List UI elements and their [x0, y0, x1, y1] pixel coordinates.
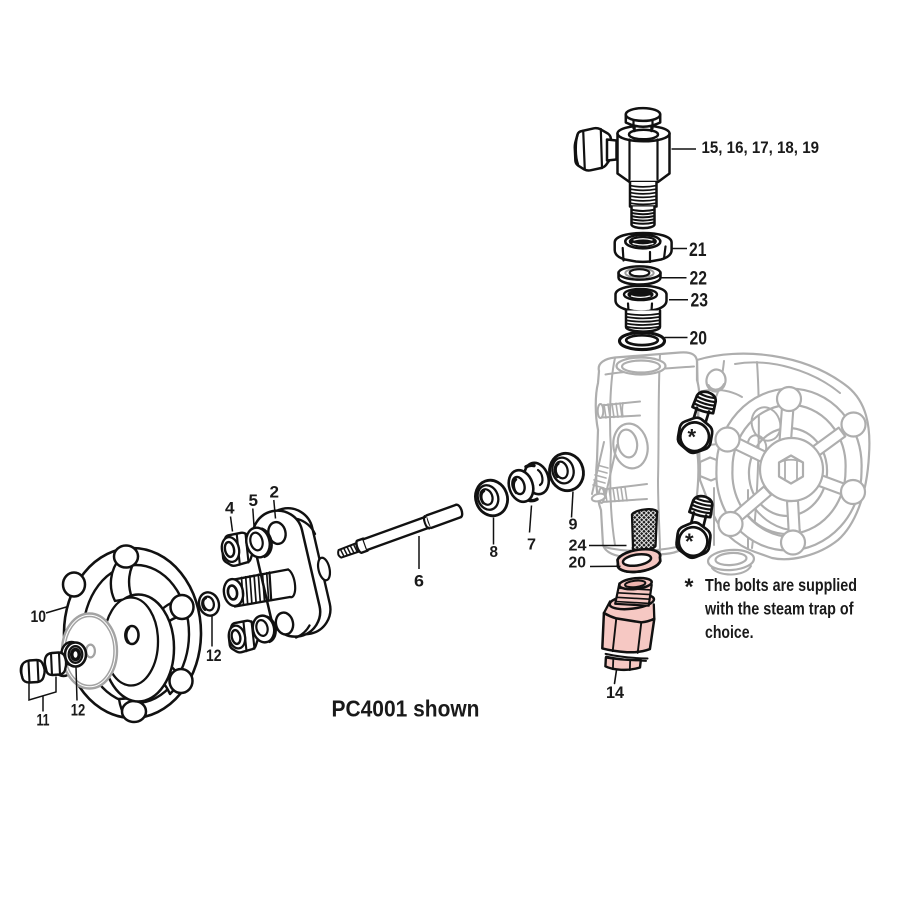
svg-text:with the steam trap of: with the steam trap of	[704, 599, 853, 619]
svg-text:2: 2	[270, 484, 280, 502]
svg-text:6: 6	[414, 573, 424, 591]
svg-text:12: 12	[71, 702, 86, 720]
svg-text:23: 23	[691, 290, 709, 312]
svg-text:7: 7	[527, 537, 536, 554]
svg-text:11: 11	[37, 712, 50, 730]
svg-text:12: 12	[206, 647, 222, 665]
svg-text:20: 20	[690, 328, 708, 350]
svg-text:4: 4	[225, 500, 235, 518]
svg-text:22: 22	[690, 268, 708, 290]
svg-text:*: *	[688, 425, 697, 450]
svg-text:9: 9	[569, 517, 578, 534]
svg-text:The bolts are supplied: The bolts are supplied	[705, 575, 857, 595]
svg-text:8: 8	[490, 544, 499, 561]
svg-text:10: 10	[31, 608, 47, 626]
svg-text:PC4001 shown: PC4001 shown	[332, 696, 480, 722]
svg-text:20: 20	[569, 555, 587, 572]
svg-text:choice.: choice.	[705, 622, 754, 642]
svg-text:21: 21	[689, 239, 707, 261]
svg-text:*: *	[685, 529, 694, 554]
svg-text:5: 5	[249, 492, 259, 510]
svg-text:*: *	[685, 574, 694, 600]
svg-text:15, 16, 17, 18, 19: 15, 16, 17, 18, 19	[702, 139, 820, 157]
svg-text:24: 24	[569, 538, 587, 555]
svg-text:14: 14	[606, 684, 625, 702]
